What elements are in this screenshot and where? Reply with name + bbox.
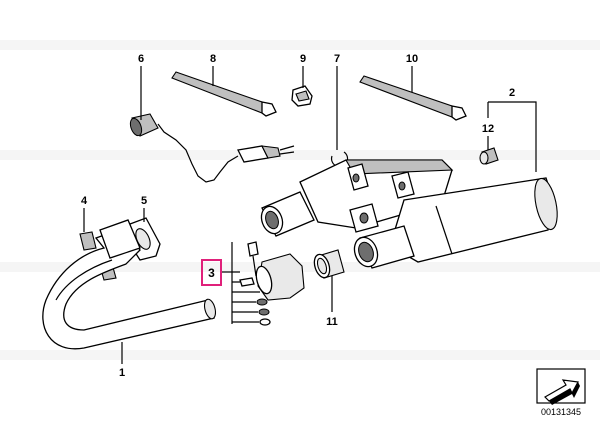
callout-9[interactable]: 9 [300, 53, 306, 65]
arrow-icon [536, 368, 586, 405]
callout-8[interactable]: 8 [210, 53, 216, 65]
part-2-rear-silencer[interactable] [258, 159, 561, 270]
callout-12[interactable]: 12 [482, 123, 494, 135]
callout-3[interactable]: 3 [208, 266, 215, 280]
part-6-oxygen-sensor[interactable] [128, 113, 295, 183]
part-12-bush[interactable] [479, 147, 499, 165]
part-8-cable-tie[interactable] [171, 71, 277, 117]
callout-labels: 6 8 9 7 10 2 12 4 5 11 1 [81, 53, 515, 379]
callout-6[interactable]: 6 [138, 53, 144, 65]
part-3-clamp-kit[interactable] [231, 241, 305, 326]
callout-4[interactable]: 4 [81, 195, 88, 207]
part-9-clip[interactable] [291, 85, 313, 107]
callout-2[interactable]: 2 [509, 87, 515, 99]
part-11-sleeve[interactable] [312, 249, 345, 280]
callout-10[interactable]: 10 [406, 53, 418, 65]
callout-5[interactable]: 5 [141, 195, 147, 207]
callout-1[interactable]: 1 [119, 367, 125, 379]
leader-lines [83, 66, 537, 364]
callout-7[interactable]: 7 [334, 53, 340, 65]
part-1-exhaust-pipe[interactable] [42, 219, 218, 350]
diagram-code: 00131345 [541, 407, 581, 417]
part-10-cable-tie[interactable] [359, 75, 467, 121]
callout-11[interactable]: 11 [326, 316, 338, 328]
callout-3-highlighted[interactable]: 3 [201, 259, 222, 286]
